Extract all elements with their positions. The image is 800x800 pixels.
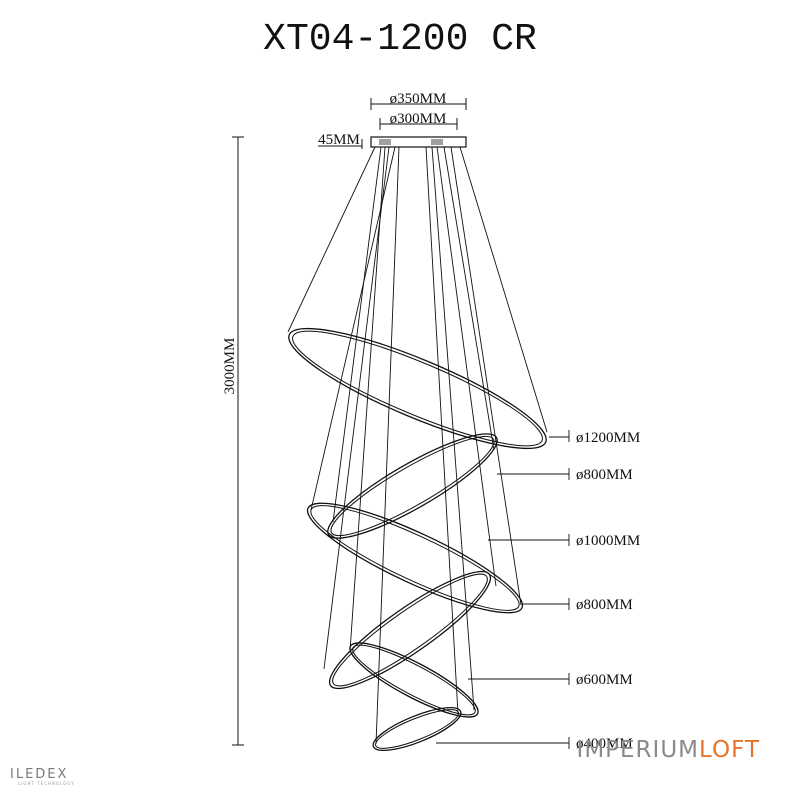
total-height-dimension: [232, 136, 244, 746]
imperiumloft-logo: IMPERIUMLOFT: [577, 737, 760, 763]
canopy: [370, 136, 467, 148]
drawing-title: XT04-1200 CR: [263, 18, 537, 61]
iledex-logo-tagline: LIGHT TECHNOLOGY: [18, 781, 75, 786]
canopy-outer-diameter: ø350MM: [390, 91, 447, 107]
ring-label-3: ø1000MM: [576, 533, 640, 549]
ring-label-2: ø800MM: [576, 467, 633, 483]
leader-lines: [436, 430, 570, 749]
imperiumloft-logo-part1: IMPERIUM: [577, 737, 699, 763]
ring-1000: [306, 502, 524, 614]
iledex-logo: ILEDEX LIGHT TECHNOLOGY: [10, 767, 75, 786]
ring-label-4: ø800MM: [576, 597, 633, 613]
suspension-cables: [287, 146, 548, 745]
iledex-logo-text: ILEDEX: [10, 767, 68, 782]
ring-800-upper: [327, 433, 498, 539]
ring-600: [349, 642, 479, 718]
ring-label-6: ø400MM: [576, 736, 633, 752]
ring-400: [372, 707, 462, 751]
ring-800-lower: [328, 570, 492, 690]
canopy-dimensions: [318, 98, 467, 149]
imperiumloft-logo-part2: LOFT: [699, 737, 760, 763]
ring-1200: [288, 327, 547, 450]
canopy-inner-diameter: ø300MM: [390, 111, 447, 127]
canopy-height: 45MM: [318, 132, 360, 148]
ring-label-5: ø600MM: [576, 672, 633, 688]
total-height-label: 3000MM: [222, 338, 238, 395]
ring-label-1: ø1200MM: [576, 430, 640, 446]
